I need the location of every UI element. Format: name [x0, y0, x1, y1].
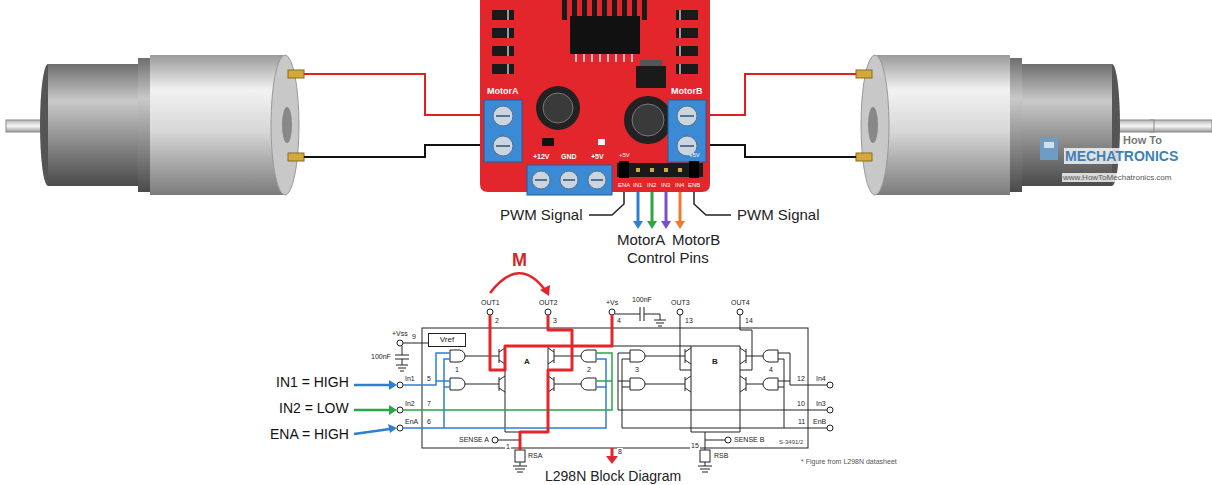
- pin-label: SENSE B: [733, 436, 765, 444]
- input-arrows: [354, 380, 397, 434]
- pin-label: ENA: [617, 182, 631, 189]
- pin-number: 9: [411, 333, 417, 341]
- pin-label: IN4: [674, 182, 685, 189]
- pin-number: 3: [634, 366, 640, 374]
- pin-label: OUT2: [538, 299, 559, 307]
- pin-label: +Vs: [605, 299, 619, 307]
- pin-label: In4: [815, 375, 827, 383]
- l298n-module: [480, 0, 710, 195]
- pin-label: +5V: [688, 152, 701, 159]
- pin-label: IN3: [660, 182, 671, 189]
- pin-label: OUT4: [730, 299, 751, 307]
- pin-label: +5V: [618, 152, 631, 159]
- pin-number: 1: [505, 443, 511, 451]
- watermark: MECHATRONICS: [1064, 148, 1179, 164]
- control-leaders: [589, 192, 731, 229]
- watermark: How To: [1122, 134, 1163, 147]
- figure-code: S-3491/2: [778, 439, 804, 446]
- pin-number: 8: [617, 448, 623, 456]
- motor-symbol-label: M: [511, 250, 528, 271]
- pin-number: 12: [796, 375, 806, 383]
- pin-label: 100nF: [631, 296, 653, 304]
- pin-label: In2: [404, 400, 416, 408]
- pin-number: 10: [796, 400, 806, 408]
- right-motor: [856, 55, 1212, 195]
- pin-label: EnA: [404, 418, 419, 426]
- pin-label: EnB: [812, 418, 827, 426]
- caption: L298N Block Diagram: [544, 468, 682, 484]
- pin-number: 11: [797, 418, 806, 426]
- terminal-label: MotorB: [670, 86, 704, 96]
- signal-label: MotorB: [671, 231, 721, 248]
- signal-label: PWM Signal: [736, 206, 821, 223]
- terminal-label: GND: [560, 153, 578, 161]
- pin-number: 1: [454, 366, 460, 374]
- left-motor: [6, 55, 304, 195]
- pin-number: 3: [552, 317, 558, 325]
- watermark-logo: [1040, 138, 1058, 160]
- watermark: www.HowToMechatronics.com: [1062, 173, 1172, 182]
- pin-label: OUT3: [670, 299, 691, 307]
- pin-label: SENSE A: [458, 436, 490, 444]
- signal-label: Control Pins: [626, 249, 710, 266]
- pin-number: 5: [426, 375, 432, 383]
- input-state: IN1 = HIGH: [275, 374, 350, 390]
- pin-number: 13: [684, 317, 694, 325]
- pin-label: 100nF: [370, 353, 392, 361]
- pin-number: 7: [426, 400, 432, 408]
- signal-label: MotorA: [616, 231, 666, 248]
- pin-number: 15: [690, 442, 700, 450]
- reference-box: Vref: [428, 333, 466, 347]
- terminal-label: +12V: [532, 153, 551, 161]
- bridge-label: B: [711, 357, 719, 366]
- pin-label: In3: [815, 400, 827, 408]
- signal-label: PWM Signal: [499, 206, 584, 223]
- box-text: Vref: [440, 336, 454, 345]
- bridge-label: A: [523, 357, 531, 366]
- source-note: * Figure from L298N datasheet: [800, 458, 898, 466]
- pin-label: OUT1: [480, 299, 501, 307]
- pin-number: 4: [616, 317, 622, 325]
- pin-number: 14: [744, 317, 754, 325]
- pin-label: +Vss: [391, 330, 409, 338]
- pin-label: IN2: [646, 182, 657, 189]
- pin-number: 2: [494, 317, 500, 325]
- input-state: IN2 = LOW: [278, 400, 350, 416]
- pin-number: 6: [426, 418, 432, 426]
- pin-label: In1: [404, 375, 416, 383]
- pin-number: 4: [768, 366, 774, 374]
- pin-label: ENB: [687, 182, 701, 189]
- pin-number: 2: [586, 366, 592, 374]
- input-state: ENA = HIGH: [269, 426, 350, 442]
- pin-label: RSB: [713, 452, 729, 460]
- pin-label: IN1: [632, 182, 643, 189]
- terminal-label: MotorA: [486, 86, 520, 96]
- terminal-label: +5V: [590, 153, 605, 161]
- block-diagram: [395, 273, 833, 472]
- pin-label: RSA: [527, 452, 543, 460]
